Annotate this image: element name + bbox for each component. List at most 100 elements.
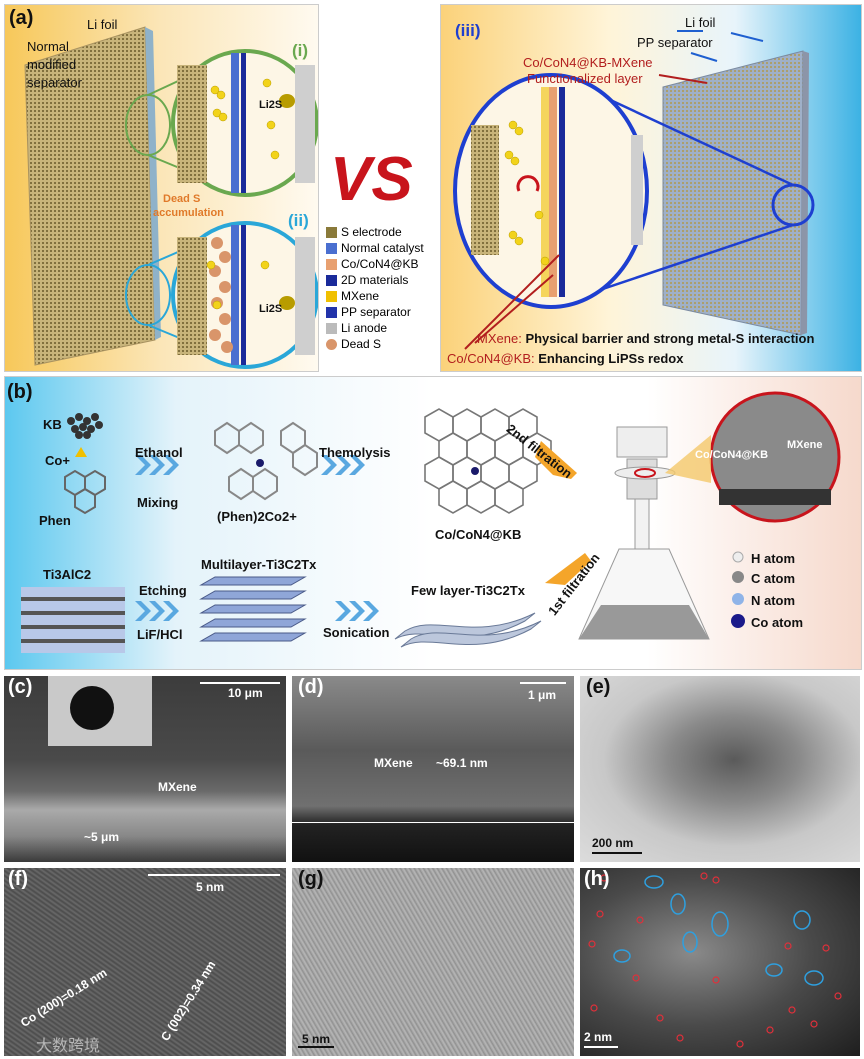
functional-layer-line1: Co/CoN4@KB-MXene bbox=[523, 55, 653, 70]
panel-h-markers bbox=[580, 868, 860, 1056]
micrograph-d: (d) 1 μm MXene ~69.1 nm bbox=[292, 676, 574, 862]
panel-d-scalebar bbox=[520, 682, 566, 684]
legend-label: 2D materials bbox=[341, 273, 408, 287]
legend-swatch bbox=[326, 259, 337, 270]
mxene-note: MXene: Physical barrier and strong metal… bbox=[477, 331, 814, 346]
sample-disk bbox=[70, 686, 114, 730]
panel-f-letter: (f) bbox=[8, 868, 28, 891]
legend-row: PP separator bbox=[326, 304, 438, 320]
li2s-label-1: Li2S bbox=[259, 99, 282, 111]
panel-g-letter: (g) bbox=[298, 868, 324, 891]
legend-swatch bbox=[326, 275, 337, 286]
lattice-co: Co (200)=0.18 nm bbox=[18, 966, 109, 1030]
micrograph-e: (e) 200 nm bbox=[580, 676, 860, 862]
panel-e-letter: (e) bbox=[586, 676, 610, 699]
separator-label-line1: Normal bbox=[27, 39, 69, 54]
panel-a-letter: (a) bbox=[9, 7, 33, 30]
panel-e-scale: 200 nm bbox=[592, 836, 633, 850]
li2s-label-2: Li2S bbox=[259, 303, 282, 315]
panel-c-thickness: ~5 μm bbox=[84, 830, 119, 844]
legend-swatch bbox=[326, 227, 337, 238]
mxene-note-text: Physical barrier and strong metal-S inte… bbox=[525, 331, 814, 346]
sub-label-i: (i) bbox=[292, 41, 308, 61]
legend-row: Normal catalyst bbox=[326, 240, 438, 256]
panel-g-scalebar bbox=[298, 1046, 334, 1048]
inset-photo bbox=[48, 676, 152, 746]
few-layer-label: Few layer-Ti3C2Tx bbox=[411, 583, 525, 598]
li-foil-label-right: Li foil bbox=[685, 15, 715, 30]
legend-row: Dead S bbox=[326, 336, 438, 352]
panel-f-scale: 5 nm bbox=[196, 880, 224, 894]
legend-label: MXene bbox=[341, 289, 379, 303]
complex-label: (Phen)2Co2+ bbox=[217, 509, 297, 524]
multilayer-label: Multilayer-Ti3C2Tx bbox=[201, 557, 316, 572]
panel-h-scalebar bbox=[584, 1046, 618, 1048]
ethanol-label: Ethanol bbox=[135, 445, 183, 460]
legend-row: MXene bbox=[326, 288, 438, 304]
inset-mxene-label: MXene bbox=[787, 439, 822, 451]
panel-d-letter: (d) bbox=[298, 676, 324, 699]
kb-label: KB bbox=[43, 417, 62, 432]
panel-b-letter: (b) bbox=[7, 381, 33, 404]
panel-b: (b) KB Co+ Phen Ethanol Mixing (Phen)2Co… bbox=[4, 376, 862, 670]
phen-label: Phen bbox=[39, 513, 71, 528]
sonication-label: Sonication bbox=[323, 625, 389, 640]
legend-label: S electrode bbox=[341, 225, 402, 239]
micrograph-h: (h) 2 nm bbox=[580, 868, 860, 1056]
micrograph-c: (c) 10 μm MXene ~5 μm bbox=[4, 676, 286, 862]
panel-d-mxene: MXene bbox=[374, 756, 413, 770]
legend-row: Co/CoN4@KB bbox=[326, 256, 438, 272]
watermark: 大数跨境 bbox=[36, 1032, 100, 1056]
dead-s-label-line2: accumulation bbox=[153, 207, 224, 219]
product-label: Co/CoN4@KB bbox=[435, 527, 521, 542]
panel-e-scalebar bbox=[592, 852, 642, 854]
panel-c-letter: (c) bbox=[8, 676, 32, 699]
atom-co-label: Co atom bbox=[751, 615, 803, 630]
separator-label-line3: separator bbox=[27, 75, 82, 90]
panel-d-scale: 1 μm bbox=[528, 688, 556, 702]
mixing-label: Mixing bbox=[137, 495, 178, 510]
separator-label-line2: modified bbox=[27, 57, 76, 72]
micrograph-g: (g) 5 nm bbox=[292, 868, 574, 1056]
legend-row: Li anode bbox=[326, 320, 438, 336]
li-foil-label-left: Li foil bbox=[87, 17, 117, 32]
panel-a: (a) Li foil Normal modified separator (i… bbox=[4, 4, 860, 370]
co-label: Co+ bbox=[45, 453, 70, 468]
panel-g-scale: 5 nm bbox=[302, 1032, 330, 1046]
panel-d-thickness: ~69.1 nm bbox=[436, 756, 488, 770]
ti3alc2-label: Ti3AlC2 bbox=[43, 567, 91, 582]
panel-b-graphics bbox=[5, 377, 861, 669]
legend-swatch bbox=[326, 243, 337, 254]
kb-note-prefix: Co/CoN4@KB: bbox=[447, 351, 535, 366]
legend-row: 2D materials bbox=[326, 272, 438, 288]
legend-row: S electrode bbox=[326, 224, 438, 240]
legend-swatch bbox=[326, 307, 337, 318]
sub-label-iii: (iii) bbox=[455, 21, 481, 41]
legend-label: PP separator bbox=[341, 305, 411, 319]
panel-h-letter: (h) bbox=[584, 868, 610, 891]
vs-text: VS bbox=[330, 144, 413, 215]
legend-label: Dead S bbox=[341, 337, 381, 351]
panel-a-right-box: (iii) Li foil PP separator Co/CoN4@KB-MX… bbox=[440, 4, 862, 372]
dead-s-label-line1: Dead S bbox=[163, 193, 200, 205]
legend-swatch bbox=[326, 291, 337, 302]
inset-kb-label: Co/CoN4@KB bbox=[695, 449, 768, 461]
kb-note-text: Enhancing LiPSs redox bbox=[538, 351, 683, 366]
sub-label-ii: (ii) bbox=[288, 211, 309, 231]
atom-h-label: H atom bbox=[751, 551, 795, 566]
functional-layer-line2: Functionalized layer bbox=[527, 71, 643, 86]
panel-c-mxene: MXene bbox=[158, 780, 197, 794]
micrograph-f: (f) 5 nm Co (200)=0.18 nm C (002)=0.34 n… bbox=[4, 868, 286, 1056]
pp-separator-label: PP separator bbox=[637, 35, 713, 50]
panel-f-scalebar bbox=[148, 874, 280, 876]
panel-c-scale: 10 μm bbox=[228, 686, 263, 700]
panel-h-scale: 2 nm bbox=[584, 1030, 612, 1044]
legend-label: Li anode bbox=[341, 321, 387, 335]
etching-label: Etching bbox=[139, 583, 187, 598]
legend-label: Co/CoN4@KB bbox=[341, 257, 419, 271]
lif-label: LiF/HCl bbox=[137, 627, 183, 642]
panel-c-scalebar bbox=[200, 682, 280, 684]
legend-swatch bbox=[326, 323, 337, 334]
legend-swatch bbox=[326, 339, 337, 350]
